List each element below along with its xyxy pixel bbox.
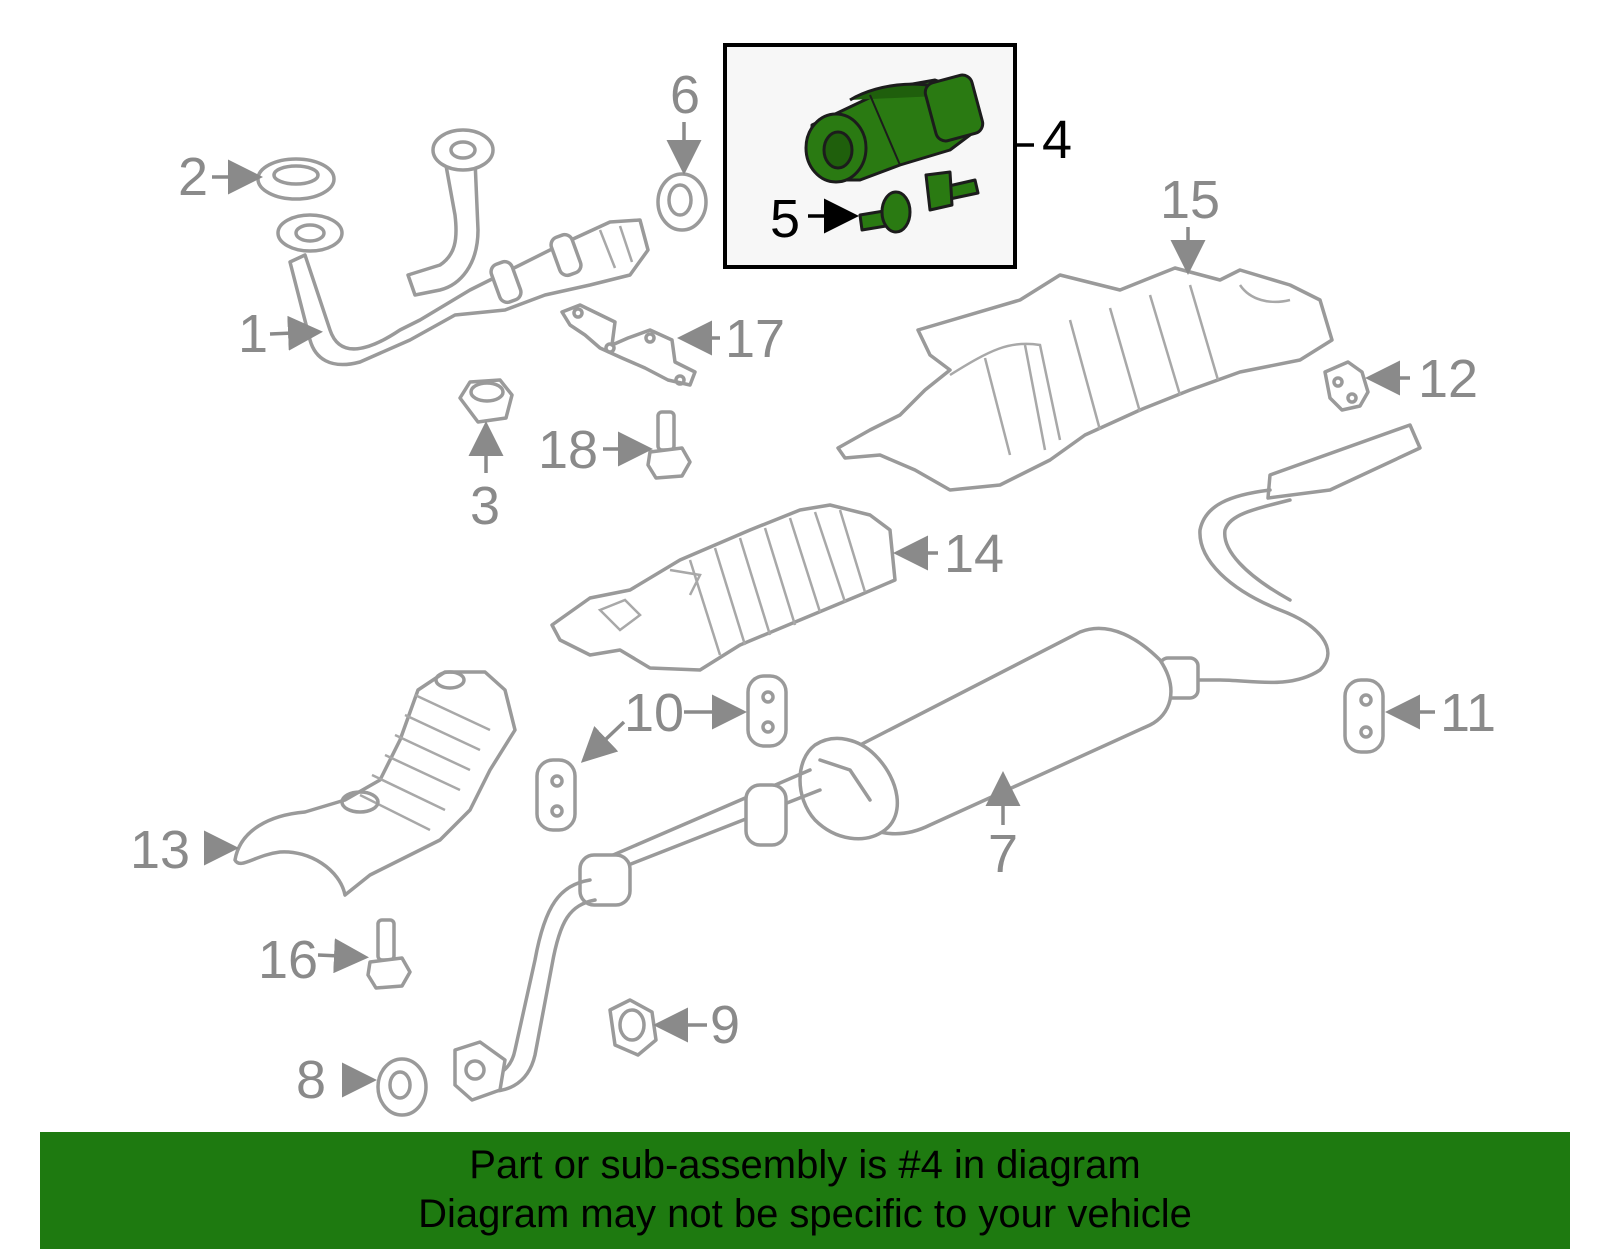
- part-9-nut[interactable]: [608, 998, 658, 1057]
- part-12-hanger[interactable]: [1323, 360, 1370, 412]
- callout-18: 18: [538, 420, 598, 480]
- part-11-hanger[interactable]: [1343, 678, 1385, 754]
- callout-17: 17: [725, 309, 785, 369]
- callout-5: 5: [770, 189, 800, 249]
- callout-11: 11: [1440, 683, 1496, 743]
- part-17-bracket[interactable]: [560, 303, 697, 387]
- part-4-catalytic-converter[interactable]: [804, 73, 985, 184]
- callout-16: 16: [258, 930, 318, 990]
- callout-8: 8: [296, 1050, 326, 1110]
- part-14-heat-shield[interactable]: [550, 503, 897, 672]
- part-6-gasket-ring[interactable]: [656, 172, 708, 232]
- callout-6: 6: [670, 65, 700, 125]
- part-10-hanger[interactable]: [535, 674, 788, 832]
- part-7-muffler-assembly[interactable]: [453, 423, 1422, 1102]
- banner-line-2: Diagram may not be specific to your vehi…: [418, 1192, 1192, 1236]
- callout-3: 3: [470, 476, 500, 536]
- part-1-front-pipe[interactable]: [276, 128, 650, 367]
- callout-10: 10: [624, 683, 684, 743]
- leader-lines: [204, 122, 1435, 1098]
- callout-14: 14: [944, 524, 1004, 584]
- part-5-bolt[interactable]: [858, 170, 980, 234]
- callout-2: 2: [178, 147, 208, 207]
- callout-12: 12: [1418, 349, 1478, 409]
- part-3-nut[interactable]: [458, 378, 514, 424]
- part-16-bolt[interactable]: [366, 918, 412, 990]
- part-18-bolt[interactable]: [646, 410, 692, 480]
- callout-labels: 1 2 3 4 5 6 7 8 9 10 11 12 13 14 15 16 1…: [130, 65, 1496, 1110]
- callout-13: 13: [130, 820, 190, 880]
- callout-1: 1: [238, 304, 268, 364]
- info-banner: Part or sub-assembly is #4 in diagram Di…: [40, 1132, 1570, 1249]
- part-8-gasket[interactable]: [376, 1057, 428, 1117]
- callout-4: 4: [1042, 110, 1072, 170]
- part-13-heat-shield[interactable]: [233, 670, 517, 897]
- callout-7: 7: [988, 824, 1018, 884]
- callout-15: 15: [1160, 170, 1220, 230]
- part-2-gasket[interactable]: [256, 157, 336, 201]
- part-15-heat-shield[interactable]: [836, 266, 1334, 492]
- banner-line-1: Part or sub-assembly is #4 in diagram: [469, 1143, 1141, 1187]
- callout-9: 9: [710, 995, 740, 1055]
